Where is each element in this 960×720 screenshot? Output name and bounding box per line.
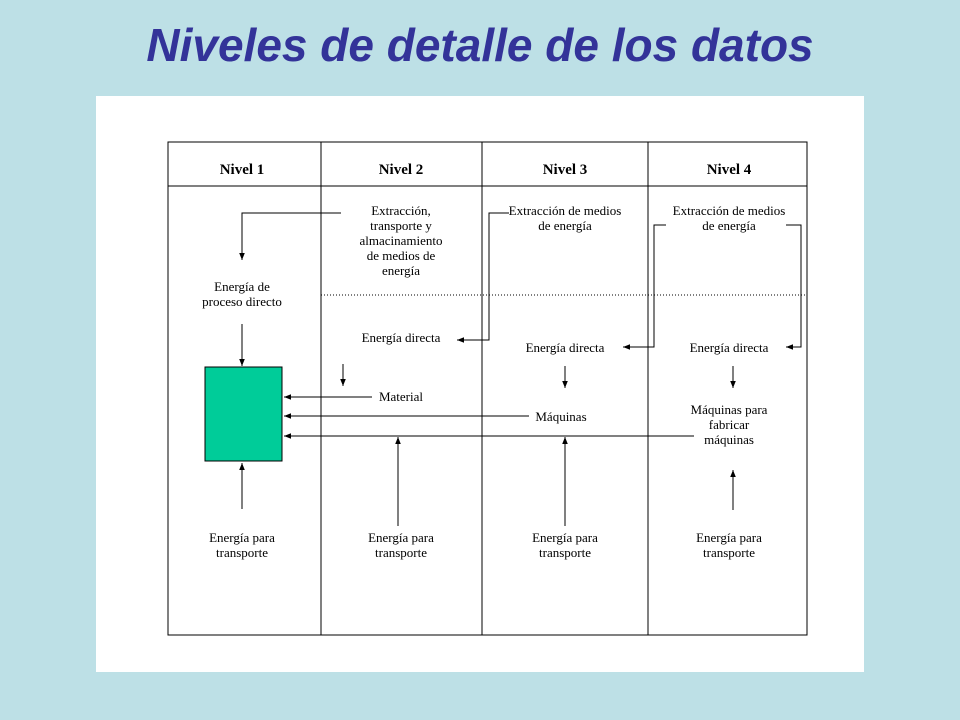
node-line: transporte xyxy=(703,545,755,560)
node-line: Energía para xyxy=(209,530,275,545)
node-line: Máquinas para xyxy=(691,402,768,417)
node-line: de medios de xyxy=(367,248,436,263)
diagram-panel: Nivel 1 Nivel 2 Nivel 3 Nivel 4 Energía … xyxy=(96,96,864,672)
node-line: Energía para xyxy=(696,530,762,545)
node-line: transporte xyxy=(375,545,427,560)
node-n2-material: Material xyxy=(379,389,423,404)
node-n3-maquinas: Máquinas xyxy=(535,409,586,424)
column-header-nivel-3: Nivel 3 xyxy=(543,162,588,178)
arrow-extraccion-to-proceso xyxy=(239,212,341,260)
column-header-nivel-4: Nivel 4 xyxy=(707,162,752,178)
node-line: Extracción, xyxy=(371,203,431,218)
node-line: Extracción de medios xyxy=(673,203,786,218)
node-line: Máquinas xyxy=(535,409,586,424)
node-line: máquinas xyxy=(704,432,754,447)
column-header-nivel-1: Nivel 1 xyxy=(220,162,265,178)
table-frame xyxy=(167,141,808,636)
node-line: de energía xyxy=(538,218,592,233)
node-line: Energía directa xyxy=(690,340,769,355)
node-line: Energía directa xyxy=(362,330,441,345)
node-line: Energía para xyxy=(532,530,598,545)
column-header-nivel-2: Nivel 2 xyxy=(379,162,424,178)
node-n2-energia-directa: Energía directa xyxy=(362,330,441,345)
node-line: fabricar xyxy=(709,417,750,432)
node-line: almacinamiento xyxy=(359,233,442,248)
arrow-n3-extraccion-to-n2-directa xyxy=(457,212,509,343)
node-line: Extracción de medios xyxy=(509,203,622,218)
node-line: Energía para xyxy=(368,530,434,545)
node-line: Energía directa xyxy=(526,340,605,355)
node-line: Energía de xyxy=(214,279,270,294)
arrow-n4-extraccion-to-n4-directa xyxy=(786,224,802,350)
node-line: proceso directo xyxy=(202,294,282,309)
flow-diagram: Nivel 1 Nivel 2 Nivel 3 Nivel 4 Energía … xyxy=(167,141,808,636)
node-line: transporte xyxy=(539,545,591,560)
node-line: energía xyxy=(382,263,420,278)
process-box xyxy=(204,366,283,462)
node-n3-energia-directa: Energía directa xyxy=(526,340,605,355)
slide-title: Niveles de detalle de los datos xyxy=(146,19,814,71)
node-line: transporte xyxy=(216,545,268,560)
node-line: de energía xyxy=(702,218,756,233)
arrow-n4-extraccion-to-n3-directa xyxy=(623,224,666,350)
node-n4-energia-directa: Energía directa xyxy=(690,340,769,355)
node-line: Material xyxy=(379,389,423,404)
node-line: transporte y xyxy=(370,218,432,233)
